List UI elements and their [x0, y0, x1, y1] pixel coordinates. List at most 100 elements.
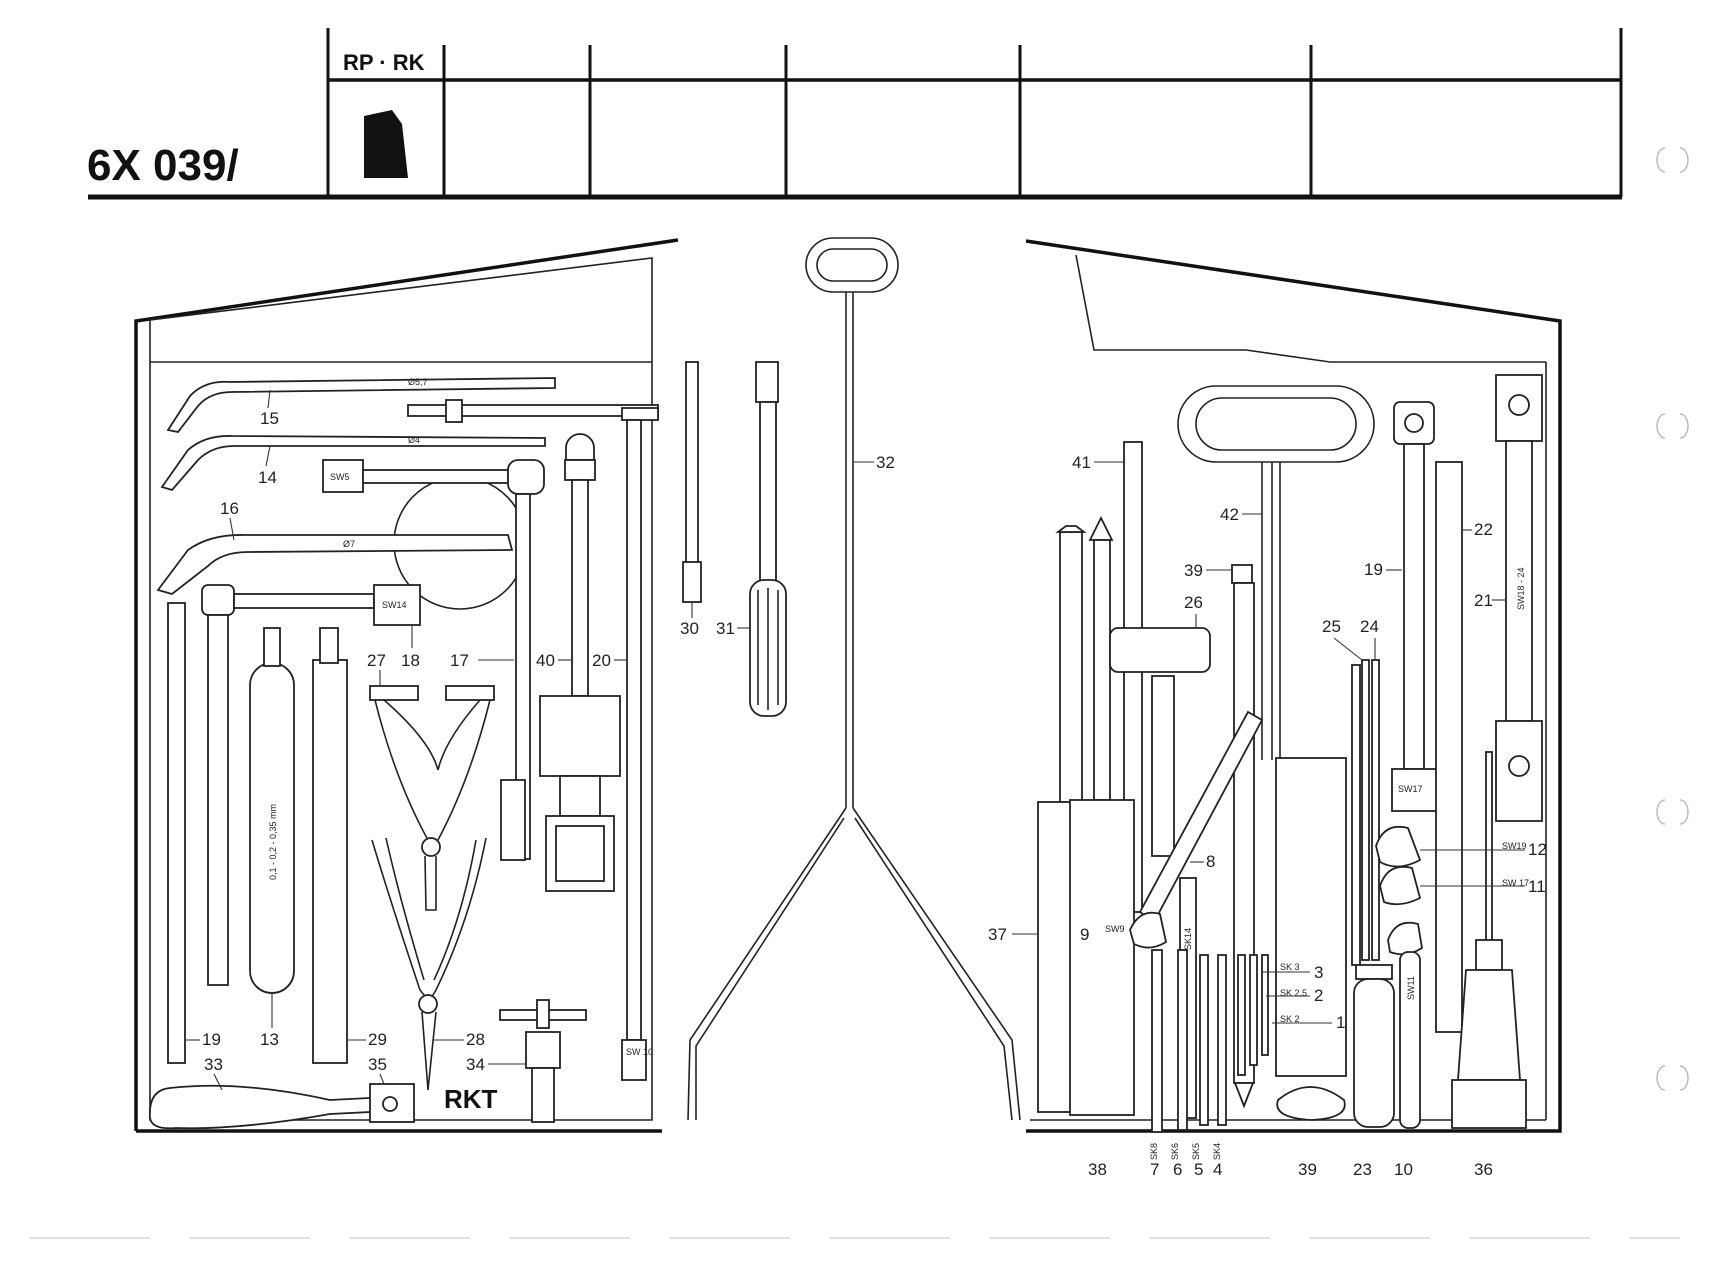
- ratchet-31: [749, 361, 787, 717]
- callout-5: 5: [1194, 1160, 1203, 1179]
- callout-39-top: 39: [1184, 561, 1203, 580]
- right-panel: SW9 SK14 SK 3 SK 2,5 SK 2 SK8 SK6 SK5 SK…: [1025, 239, 1562, 1160]
- puller-40: [539, 433, 621, 892]
- callout-20: 20: [592, 651, 611, 670]
- callout-4: 4: [1213, 1160, 1222, 1179]
- svg-text:SW9: SW9: [1105, 924, 1125, 934]
- callout-15: 15: [260, 409, 279, 428]
- header-table: 6X 039/ RP · RK: [87, 28, 1623, 200]
- svg-text:SK14: SK14: [1183, 928, 1193, 950]
- centre-tools: [682, 237, 1021, 1121]
- callout-38: 38: [1088, 1160, 1107, 1179]
- svg-text:SK 2: SK 2: [1280, 1014, 1300, 1024]
- callout-23: 23: [1353, 1160, 1372, 1179]
- screwdriver-38: [1069, 515, 1135, 1116]
- svg-text:SK8: SK8: [1149, 1143, 1159, 1160]
- tool-42: [1177, 385, 1375, 760]
- callout-36: 36: [1474, 1160, 1493, 1179]
- svg-text:SW 10: SW 10: [626, 1047, 653, 1057]
- svg-text:0,1 - 0,2 - 0,35 mm: 0,1 - 0,2 - 0,35 mm: [268, 804, 278, 880]
- screwdriver-23: [1351, 664, 1395, 1128]
- callout-24: 24: [1360, 617, 1379, 636]
- model-label: RP · RK: [343, 50, 425, 75]
- svg-text:Ø5,7: Ø5,7: [408, 377, 428, 387]
- svg-text:SW17: SW17: [1398, 784, 1423, 794]
- callout-21: 21: [1474, 591, 1493, 610]
- feeler-gauge: 0,1 - 0,2 - 0,35 mm: [249, 627, 295, 994]
- callout-19-left: 19: [202, 1030, 221, 1049]
- drift-pin-4: [160, 435, 546, 492]
- callout-10: 10: [1394, 1160, 1413, 1179]
- callout-27: 27: [367, 651, 386, 670]
- callout-37: 37: [988, 925, 1007, 944]
- t-handle-20: SW 10: [621, 407, 659, 1081]
- callout-14: 14: [258, 468, 277, 487]
- socket-wrench-sw14: SW14: [201, 584, 421, 986]
- callout-28: 28: [466, 1030, 485, 1049]
- callout-29: 29: [368, 1030, 387, 1049]
- spatula-29: [312, 659, 348, 1064]
- svg-text:SK6: SK6: [1170, 1143, 1180, 1160]
- vehicle-silhouette-icon: [364, 110, 408, 178]
- callout-3: 3: [1314, 963, 1323, 982]
- callout-9: 9: [1080, 925, 1089, 944]
- callout-17: 17: [450, 651, 469, 670]
- svg-text:SK5: SK5: [1191, 1143, 1201, 1160]
- drift-pin-7: [156, 534, 514, 595]
- callout-31: 31: [716, 619, 735, 638]
- tommy-bar-19: [167, 602, 186, 1064]
- callout-42: 42: [1220, 505, 1239, 524]
- callout-13: 13: [260, 1030, 279, 1049]
- callout-12: 12: [1528, 840, 1547, 859]
- callout-35: 35: [368, 1055, 387, 1074]
- circlip-pliers-27: [369, 685, 495, 911]
- valve-tool-34: [499, 999, 587, 1123]
- callout-30: 30: [680, 619, 699, 638]
- callouts: 1 2 3 4 5 6 7 8 9 10 11 12 13 14 15 16 1…: [185, 389, 1547, 1179]
- callout-7: 7: [1150, 1160, 1159, 1179]
- callout-39-bottom: 39: [1298, 1160, 1317, 1179]
- callout-33: 33: [204, 1055, 223, 1074]
- callout-26: 26: [1184, 593, 1203, 612]
- bar-22: [1435, 461, 1463, 1033]
- tommy-bar-32: [687, 237, 1021, 1121]
- callout-11: 11: [1528, 877, 1546, 896]
- grease-gun-39: [1231, 564, 1347, 1121]
- svg-text:SW5: SW5: [330, 472, 350, 482]
- box-wrench-19: SW17: [1391, 401, 1439, 812]
- callout-6: 6: [1173, 1160, 1182, 1179]
- svg-text:Ø4: Ø4: [408, 435, 420, 445]
- svg-text:SW18 - 24: SW18 - 24: [1516, 567, 1526, 610]
- callout-40: 40: [536, 651, 555, 670]
- binder-holes: [1656, 147, 1689, 1091]
- hex-keys: [1151, 949, 1269, 1133]
- rod-30: [685, 361, 699, 593]
- pliers-28: [371, 837, 487, 1091]
- svg-text:SW14: SW14: [382, 600, 407, 610]
- drift-pin-57: [166, 377, 556, 433]
- svg-text:SW 17: SW 17: [1502, 878, 1529, 888]
- svg-text:SK4: SK4: [1212, 1143, 1222, 1160]
- callout-19-right: 19: [1364, 560, 1383, 579]
- open-spanners: SW19 SW 17 SW11: [1375, 825, 1529, 1129]
- section-label: RKT: [444, 1084, 498, 1114]
- callout-8: 8: [1206, 852, 1215, 871]
- box-wrench-21: SW18 - 24: [1495, 374, 1543, 822]
- svg-text:Ø7: Ø7: [343, 539, 355, 549]
- svg-text:SK 3: SK 3: [1280, 962, 1300, 972]
- callout-16: 16: [220, 499, 239, 518]
- svg-text:SW11: SW11: [1406, 976, 1416, 1000]
- left-panel: Ø5,7 Ø4 SW5 Ø7 SW14 0,1: [134, 238, 679, 1133]
- callout-32: 32: [876, 453, 895, 472]
- svg-text:SW19: SW19: [1502, 841, 1527, 851]
- callout-2: 2: [1314, 986, 1323, 1005]
- callout-34: 34: [466, 1055, 485, 1074]
- svg-text:SK 2,5: SK 2,5: [1280, 988, 1307, 998]
- callout-18: 18: [401, 651, 420, 670]
- oil-can-36: [1451, 751, 1527, 1129]
- callout-22: 22: [1474, 520, 1493, 539]
- callout-25: 25: [1322, 617, 1341, 636]
- callout-1: 1: [1336, 1013, 1345, 1032]
- callout-41: 41: [1072, 453, 1091, 472]
